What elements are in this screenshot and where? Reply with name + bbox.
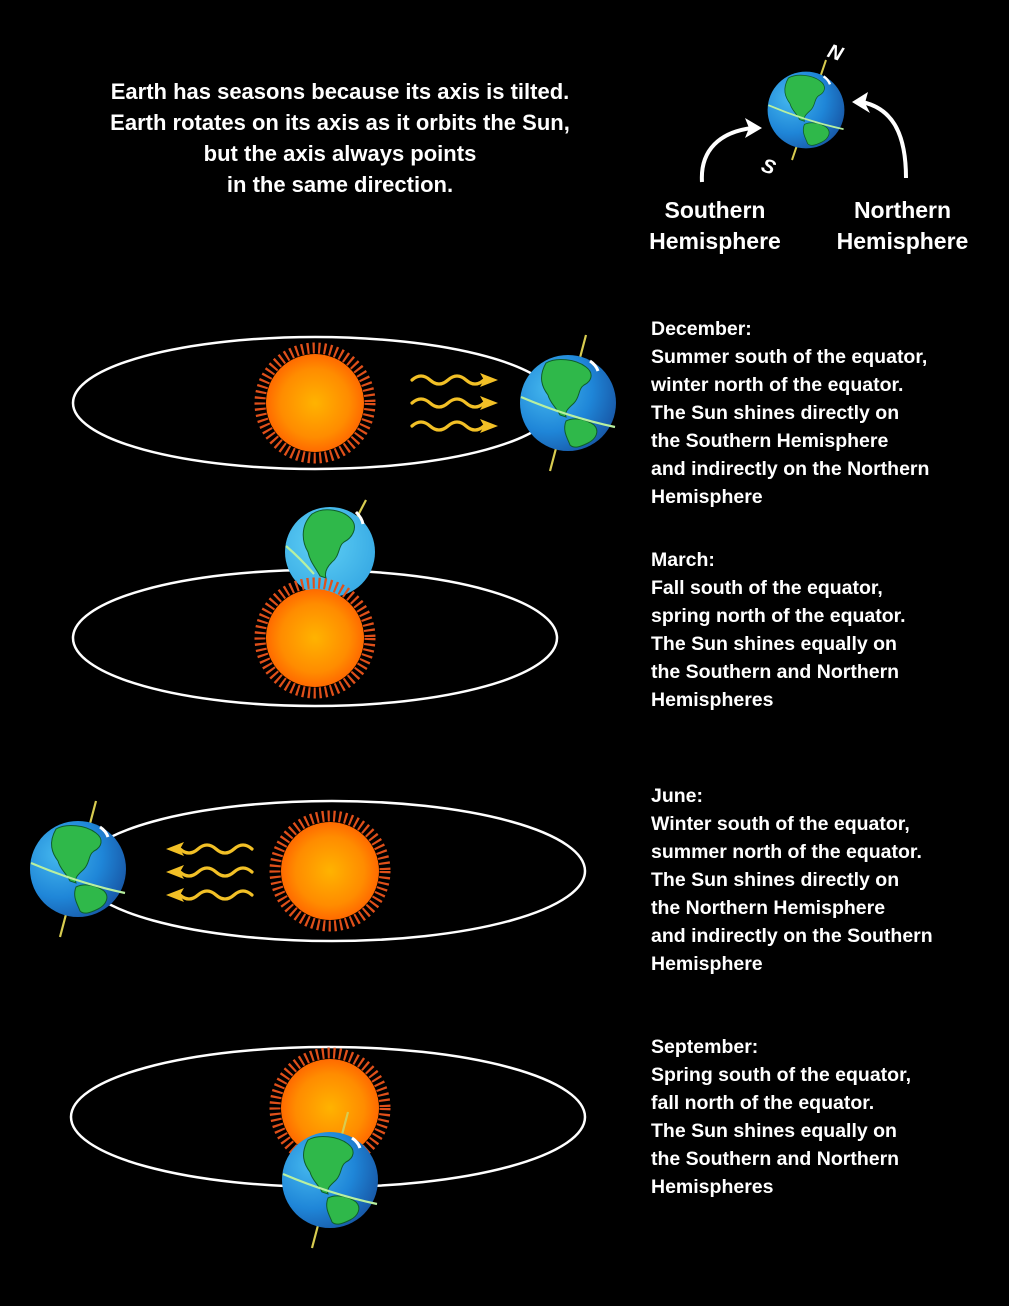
season-line: the Southern and Northern <box>651 1148 900 1170</box>
season-line: Hemispheres <box>651 1176 774 1198</box>
season-line: The Sun shines directly on <box>651 869 900 891</box>
season-line: and indirectly on the Northern <box>651 458 930 480</box>
season-line: the Southern and Northern <box>651 661 900 683</box>
season-line: the Southern Hemisphere <box>651 430 889 452</box>
season-month: March: <box>651 549 715 571</box>
label-line: Hemisphere <box>649 228 781 254</box>
season-line: Winter south of the equator, <box>651 813 910 835</box>
june-description: June: Winter south of the equator, summe… <box>651 782 933 978</box>
intro-line: Earth has seasons because its axis is ti… <box>110 79 570 104</box>
label-line: Northern <box>853 197 952 223</box>
southern-hemisphere-label: Southern Hemisphere <box>630 195 800 257</box>
season-line: and indirectly on the Southern <box>651 925 933 947</box>
north-pole-label: N <box>824 40 846 66</box>
season-line: summer north of the equator. <box>651 841 922 863</box>
sun-icon <box>260 583 370 693</box>
label-line: Hemisphere <box>836 228 969 254</box>
earth-icon <box>285 499 375 597</box>
sunlight-arrows-icon <box>164 840 254 904</box>
season-line: The Sun shines directly on <box>651 402 900 424</box>
season-line: fall north of the equator. <box>651 1092 875 1114</box>
intro-line: but the axis always points <box>203 141 477 166</box>
season-month: December: <box>651 318 752 340</box>
september-panel <box>69 1045 587 1248</box>
northern-hemisphere-label: Northern Hemisphere <box>820 195 985 257</box>
intro-line: Earth rotates on its axis as it orbits t… <box>110 110 570 135</box>
season-month: September: <box>651 1036 759 1058</box>
season-line: Spring south of the equator, <box>651 1064 911 1086</box>
sunlight-arrows-icon <box>410 371 500 435</box>
season-line: spring north of the equator. <box>651 605 906 627</box>
march-panel <box>71 499 559 708</box>
legend-earth-icon <box>766 59 846 161</box>
northern-hemisphere-arrow-icon <box>852 92 908 179</box>
sun-icon <box>275 816 385 926</box>
december-panel <box>71 335 616 471</box>
march-description: March: Fall south of the equator, spring… <box>651 546 906 714</box>
season-line: Hemisphere <box>651 486 763 508</box>
season-line: Hemisphere <box>651 953 763 975</box>
earth-icon <box>30 801 126 937</box>
intro-line: in the same direction. <box>226 172 454 197</box>
season-month: June: <box>651 785 704 807</box>
south-pole-label: S <box>758 155 779 180</box>
december-description: December: Summer south of the equator, w… <box>651 315 929 511</box>
earth-icon <box>520 335 616 471</box>
season-line: winter north of the equator. <box>651 374 904 396</box>
label-line: Southern <box>664 197 766 223</box>
season-line: Summer south of the equator, <box>651 346 928 368</box>
season-line: Fall south of the equator, <box>651 577 883 599</box>
season-line: The Sun shines equally on <box>651 1120 897 1142</box>
sun-icon <box>260 348 370 458</box>
september-description: September: Spring south of the equator, … <box>651 1033 911 1201</box>
intro-text: Earth has seasons because its axis is ti… <box>40 76 640 200</box>
june-panel <box>30 799 587 943</box>
southern-hemisphere-arrow-icon <box>699 118 762 183</box>
season-line: The Sun shines equally on <box>651 633 897 655</box>
season-line: the Northern Hemisphere <box>651 897 886 919</box>
season-line: Hemispheres <box>651 689 774 711</box>
